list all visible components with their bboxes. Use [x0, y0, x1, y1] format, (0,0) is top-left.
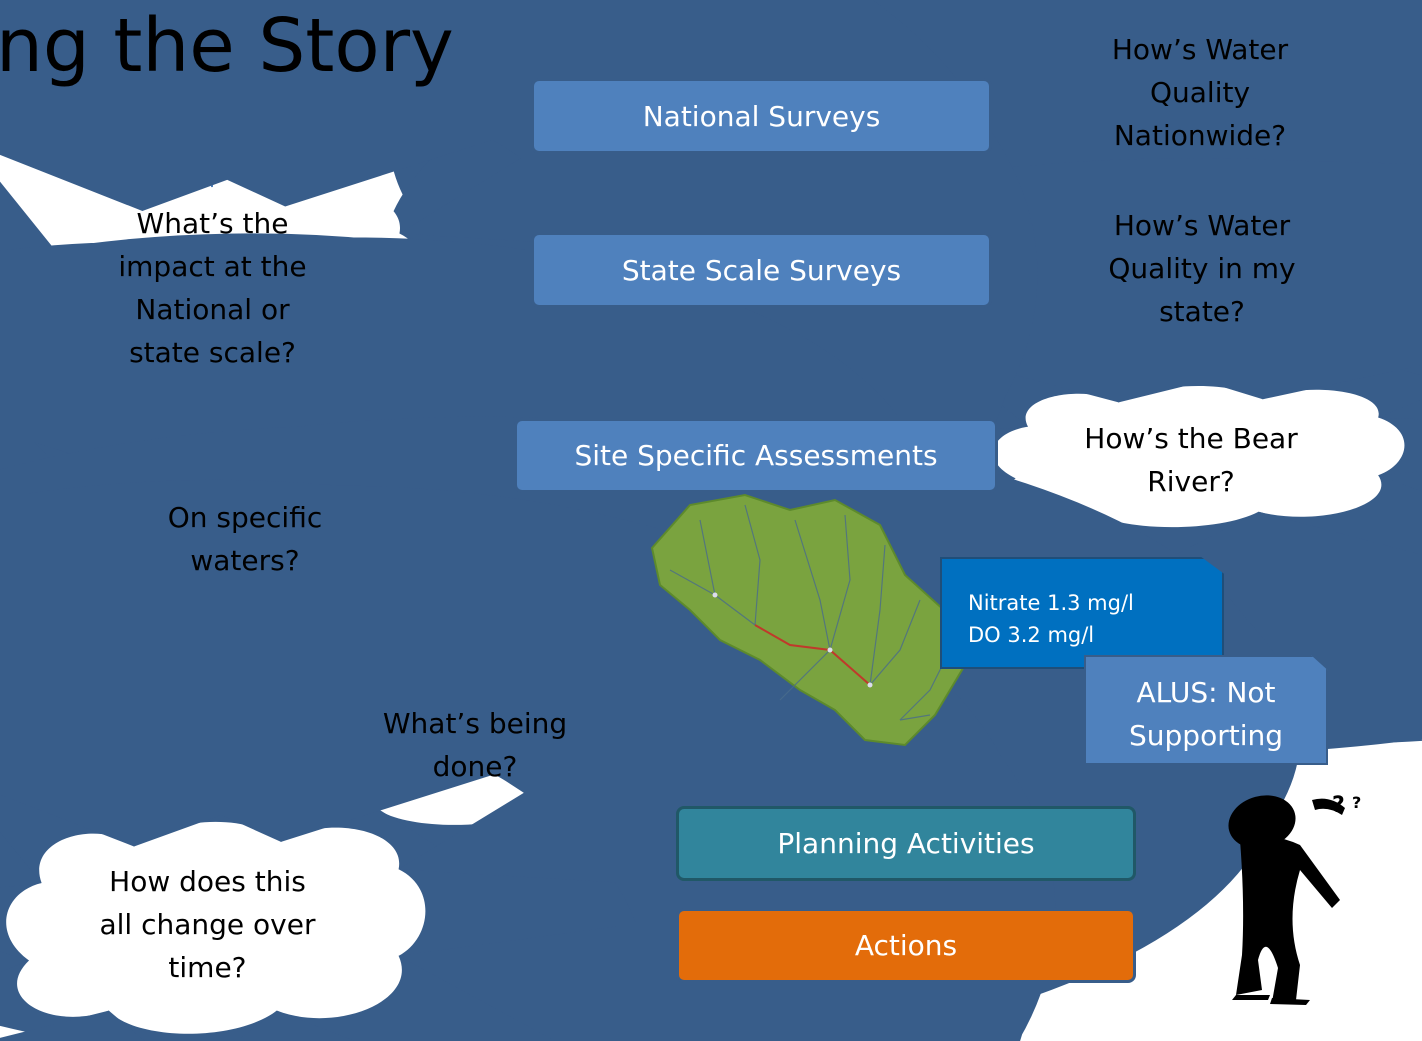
- nitrate-value: Nitrate 1.3 mg/l: [968, 591, 1134, 615]
- svg-text:?: ?: [1352, 793, 1361, 812]
- alus-line-1: ALUS: Not: [1136, 676, 1276, 709]
- watershed-map-image: [650, 493, 967, 747]
- cloud-text-my-state: How’s Water Quality in my state?: [1108, 208, 1296, 328]
- national-surveys-box: National Surveys: [531, 78, 992, 154]
- cloud-text-specific: On specific waters?: [167, 501, 323, 577]
- planning-activities-box: Planning Activities: [676, 806, 1136, 881]
- alus-line-2: Supporting: [1129, 719, 1283, 752]
- thinking-person-icon: ? ?: [1228, 793, 1361, 1005]
- alus-status-note: ALUS: Not Supporting: [1084, 655, 1328, 765]
- page-title: ng the Story: [0, 3, 454, 89]
- cloud-text-change: How does this all change over time?: [99, 864, 316, 984]
- cloud-text-bear-river: How’s the Bear River?: [1084, 422, 1298, 498]
- do-value: DO 3.2 mg/l: [968, 623, 1095, 647]
- cloud-text-nationwide: How’s Water Quality Nationwide?: [1111, 32, 1289, 152]
- cloud-text-being-done: What’s being done?: [382, 707, 568, 783]
- svg-text:?: ?: [1332, 793, 1345, 818]
- cloud-text-impact: What’s the impact at the National or sta…: [118, 206, 307, 369]
- actions-box: Actions: [676, 908, 1136, 983]
- measurement-note: Nitrate 1.3 mg/l DO 3.2 mg/l: [940, 557, 1224, 669]
- site-specific-assessments-box: Site Specific Assessments: [514, 418, 998, 493]
- state-scale-surveys-box: State Scale Surveys: [531, 232, 992, 308]
